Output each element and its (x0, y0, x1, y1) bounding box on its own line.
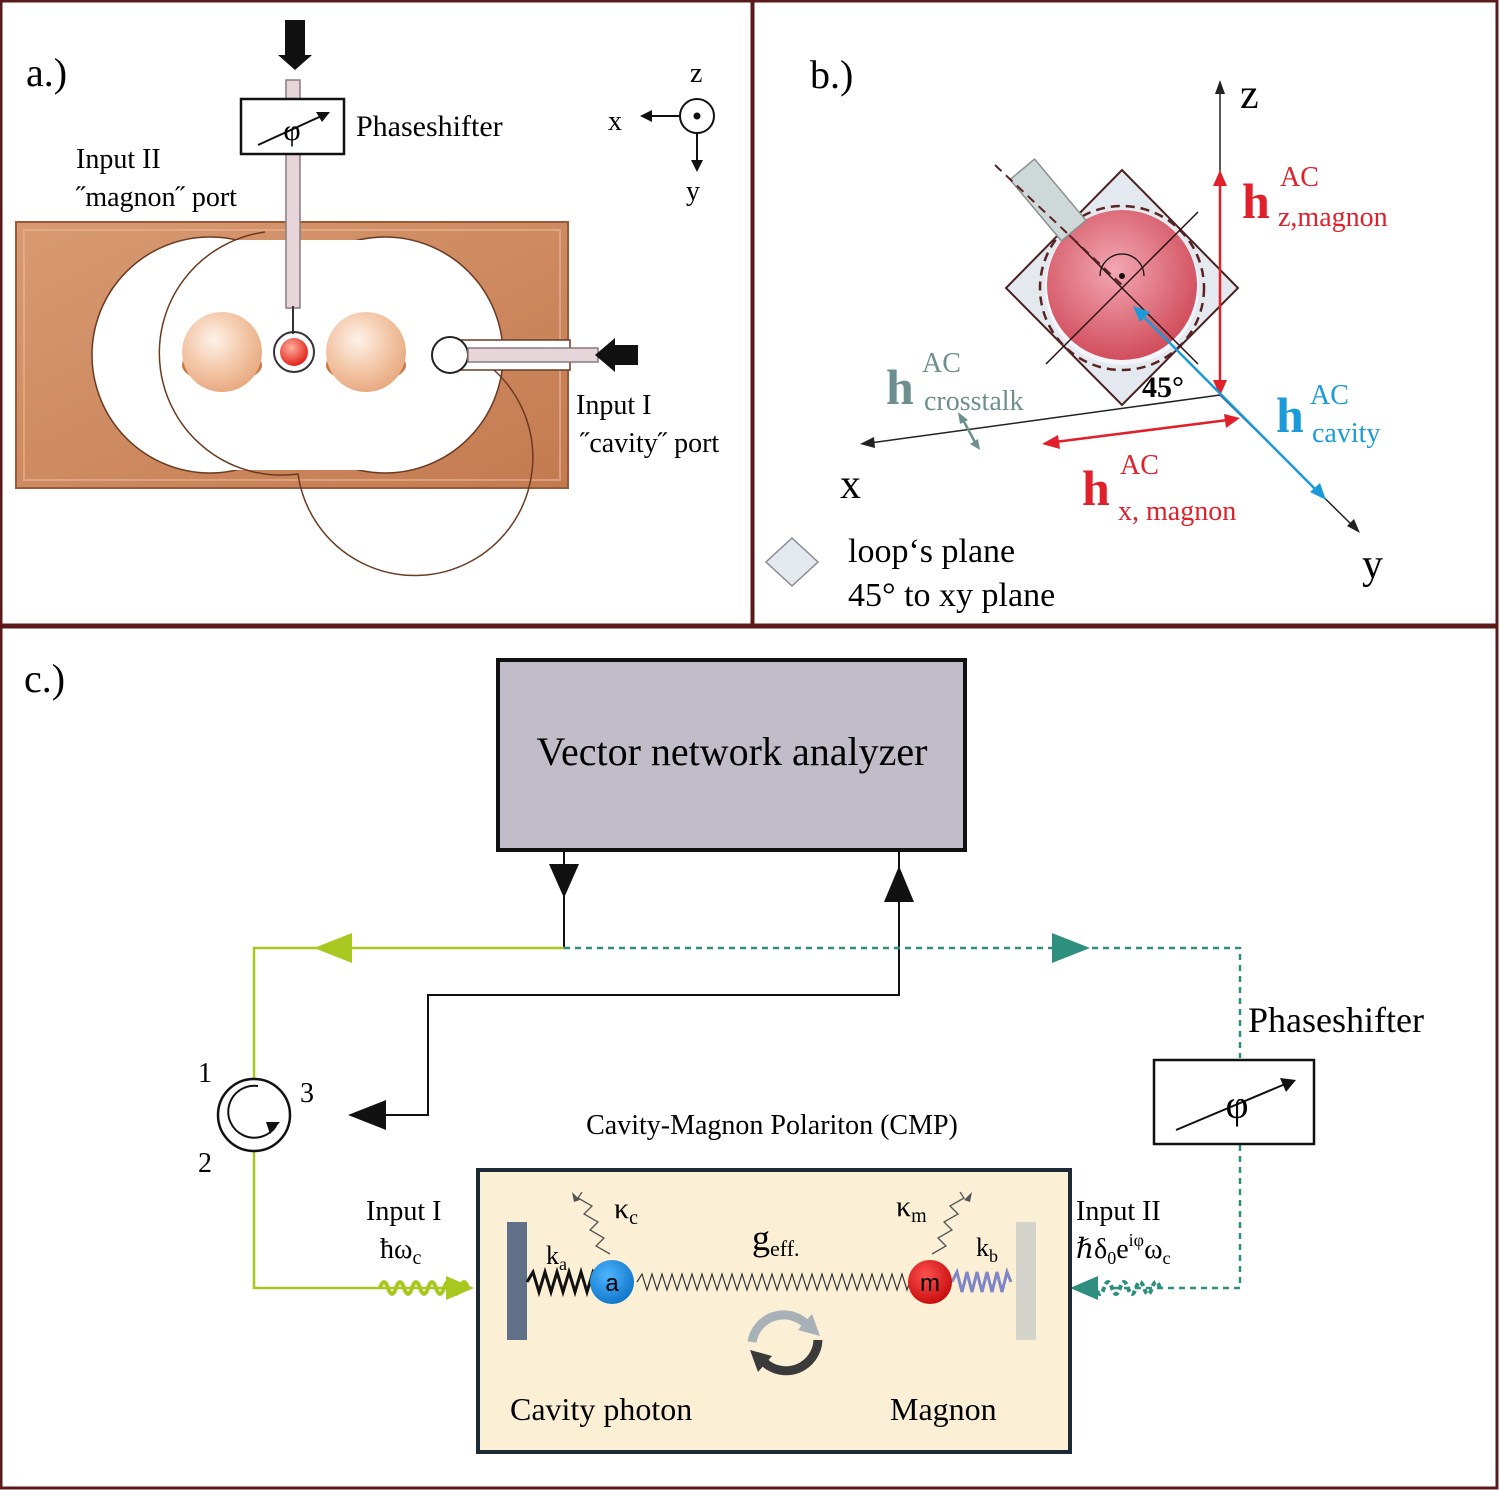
h-crosstalk-label: h AC crosstalk (886, 348, 1024, 417)
panel-b-frame (751, 0, 1499, 627)
dielectric-sphere-right (326, 312, 406, 392)
legend-diamond-icon (764, 536, 820, 588)
legend-line2: 45° to xy plane (848, 577, 1055, 614)
node-a-label: a (605, 1270, 619, 1297)
axis-z-a: z (690, 58, 702, 89)
input1-label-c: Input I (366, 1196, 441, 1227)
spring-kb (950, 1267, 1013, 1293)
node-m-label: m (920, 1270, 940, 1297)
svg-text:AC: AC (1120, 450, 1159, 481)
axis-x-b: x (840, 462, 861, 508)
photon-node-a (590, 1260, 634, 1304)
panel-a-label: a.) (26, 50, 67, 95)
magnon-node-m (908, 1260, 952, 1304)
axis-triad-a: z x y (608, 58, 715, 207)
circulator-port-2: 2 (198, 1148, 212, 1179)
vector-network-analyzer (496, 658, 967, 852)
kappa-m-decay (931, 1191, 965, 1255)
magnon-label: Magnon (890, 1391, 997, 1427)
svg-text:h: h (1242, 173, 1270, 229)
panel-b: b.) z x y 45° h AC (751, 0, 1499, 627)
input2-label-a-line2: ˝magnon˝ port (75, 182, 237, 213)
h-cavity-label: h AC cavity (1276, 380, 1380, 449)
cavity-photon-label: Cavity photon (510, 1391, 692, 1427)
phaseshifter-c-phi: φ (1225, 1082, 1248, 1127)
kappa-c-decay (577, 1191, 611, 1255)
svg-text:crosstalk: crosstalk (924, 386, 1024, 417)
phaseshifter-c: φ (1152, 1058, 1316, 1146)
svg-text:AC: AC (1280, 162, 1319, 193)
input-arrow-magnon-icon (278, 55, 312, 70)
axis-y-a: y (686, 176, 700, 207)
axis-x-a: x (608, 106, 622, 137)
axis-y-b: y (1362, 542, 1383, 588)
svg-text:AC: AC (922, 348, 961, 379)
input2-energy: ℏδ0eiφωc (1076, 1230, 1171, 1268)
yig-sphere-b (1047, 210, 1197, 360)
vna-label: Vector network analyzer (537, 729, 928, 774)
cycle-arrows-icon (747, 1310, 823, 1376)
input-arrow-cavity-icon (595, 338, 615, 372)
panel-c-label: c.) (24, 656, 65, 701)
spring-geff (636, 1271, 921, 1293)
k-a: ka (546, 1241, 567, 1274)
circulator (216, 1077, 292, 1153)
g-eff: geff. (752, 1218, 800, 1261)
cmp-box (476, 1168, 1072, 1454)
dielectric-sphere-left (182, 312, 262, 392)
svg-text:x, magnon: x, magnon (1118, 496, 1236, 527)
wall-right (1016, 1222, 1036, 1340)
yig-sphere (273, 331, 315, 373)
input2-wave (1086, 1280, 1162, 1296)
h-z-magnon-label: h AC z,magnon (1242, 162, 1388, 233)
angle-45: 45° (1142, 371, 1184, 404)
svg-text:h: h (886, 359, 914, 415)
panel-b-label: b.) (810, 52, 853, 97)
spring-ka (525, 1266, 601, 1298)
svg-text:h: h (1082, 460, 1110, 516)
circulator-port-1: 1 (198, 1058, 212, 1089)
phaseshifter-a-phi: φ (283, 114, 300, 147)
cavity-port-probe (431, 336, 638, 374)
svg-text:z,magnon: z,magnon (1278, 202, 1388, 233)
h-x-magnon-label: h AC x, magnon (1082, 450, 1236, 527)
svg-text:h: h (1276, 387, 1304, 443)
loop-plane-diamond (994, 158, 1240, 407)
panel-c: c.) Vector network analyzer 1 2 3 (0, 625, 1499, 1490)
kappa-m: κm (896, 1190, 927, 1227)
input1-label-a-line1: Input I (576, 390, 651, 421)
input1-energy: ħωc (380, 1234, 421, 1269)
circulator-port-3: 3 (300, 1078, 314, 1109)
phaseshifter-c-label: Phaseshifter (1248, 1000, 1424, 1040)
cmp-title: Cavity-Magnon Polariton (CMP) (586, 1110, 958, 1141)
phaseshifter-a-label: Phaseshifter (356, 110, 503, 143)
wall-left (507, 1222, 527, 1340)
kappa-c: κc (614, 1192, 638, 1229)
svg-text:AC: AC (1310, 380, 1349, 411)
input1-label-a-line2: ˝cavity˝ port (579, 428, 719, 459)
axis-z-b: z (1240, 72, 1259, 118)
phaseshifter-a: φ (239, 97, 346, 156)
k-b: kb (976, 1233, 998, 1266)
input2-label-a-line1: Input II (76, 144, 161, 175)
input2-label-c: Input II (1076, 1196, 1161, 1227)
legend-line1: loop‘s plane (848, 533, 1015, 570)
svg-text:cavity: cavity (1312, 418, 1380, 449)
panel-a: a.) (0, 0, 754, 627)
